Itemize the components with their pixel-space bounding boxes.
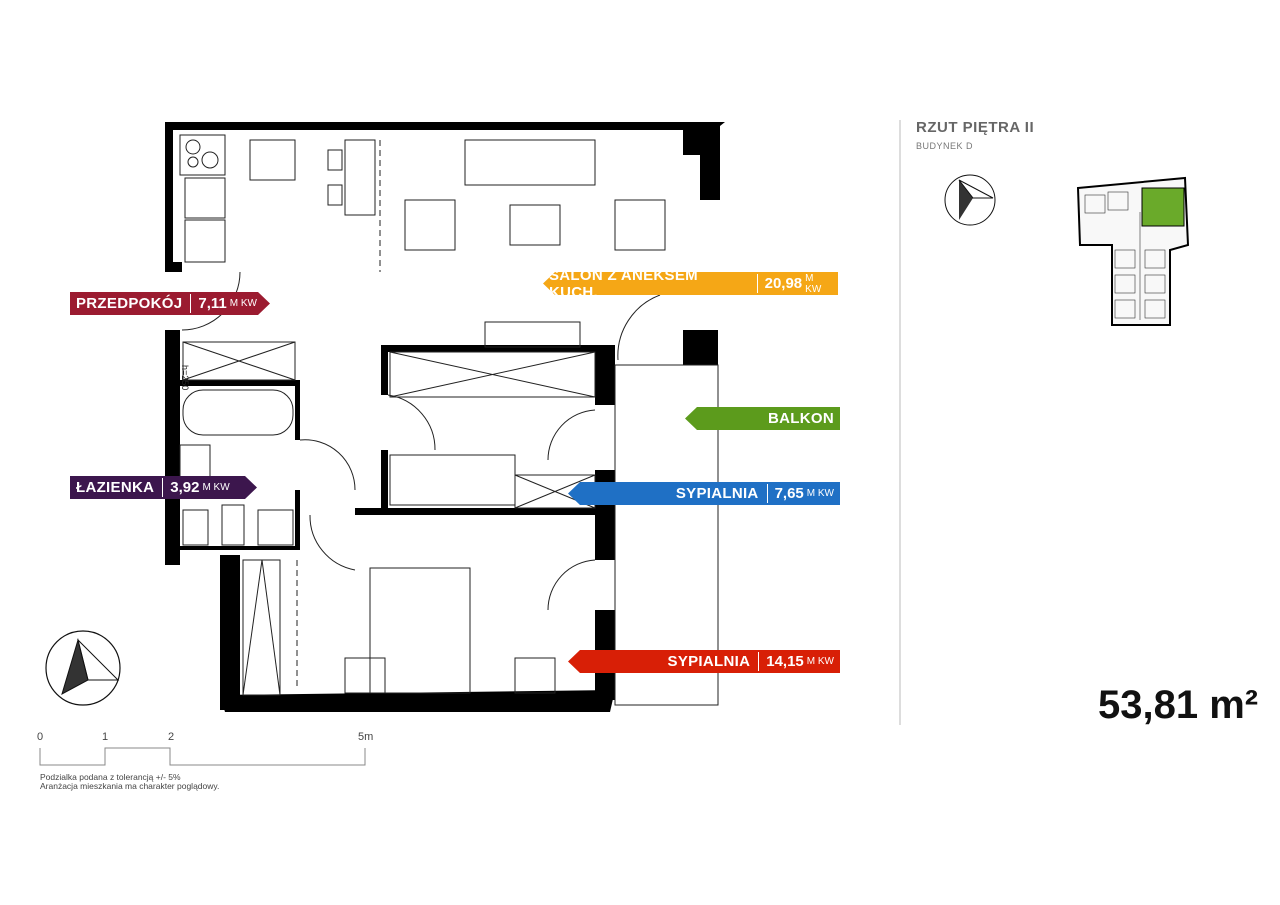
compass-main bbox=[45, 630, 121, 706]
area-unit: M KW bbox=[805, 272, 822, 295]
room-name: PRZEDPOKÓJ bbox=[76, 295, 183, 312]
note-line: Aranżacja mieszkania ma charakter pogląd… bbox=[40, 781, 220, 791]
scale-label: 2 bbox=[168, 731, 175, 743]
building-key-plan bbox=[1076, 176, 1190, 326]
area-unit: M KW bbox=[229, 298, 257, 309]
total-area: 53,81 m² bbox=[1098, 683, 1259, 727]
room-name: SYPIALNIA bbox=[667, 653, 751, 670]
scale-label: 1 bbox=[102, 731, 109, 743]
separator bbox=[162, 478, 163, 497]
area-unit: M KW bbox=[806, 488, 834, 499]
page-title: RZUT PIĘTRA II bbox=[916, 119, 1035, 136]
room-area: 3,92 bbox=[170, 479, 200, 496]
separator bbox=[766, 484, 768, 503]
room-name: SALON Z ANEKSEM KUCH. bbox=[549, 266, 698, 301]
separator bbox=[190, 294, 191, 313]
separator bbox=[758, 652, 760, 671]
disclaimer: Podzialka podana z tolerancją +/- 5% Ara… bbox=[40, 773, 219, 791]
walls bbox=[165, 122, 725, 712]
dashed-lines bbox=[296, 140, 381, 690]
room-area: 7,11 bbox=[198, 295, 227, 312]
separator bbox=[756, 274, 758, 293]
building-name: BUDYNEK D bbox=[916, 141, 974, 151]
room-name: ŁAZIENKA bbox=[76, 479, 155, 496]
compass-small bbox=[944, 174, 996, 226]
room-area: 20,98 bbox=[764, 275, 803, 292]
room-label-balkon[interactable]: BALKON bbox=[685, 407, 840, 430]
area-unit: M KW bbox=[806, 656, 834, 667]
room-name: BALKON bbox=[768, 410, 834, 427]
room-area: 7,65 bbox=[774, 485, 804, 502]
fixtures bbox=[179, 134, 719, 706]
scale-label: 5m bbox=[358, 731, 374, 743]
note-line: Podzialka podana z tolerancją +/- 5% bbox=[40, 772, 181, 782]
ceiling-height-note: h=250 bbox=[180, 365, 190, 391]
area-unit: M KW bbox=[202, 482, 230, 493]
scale-label: 0 bbox=[37, 731, 44, 743]
room-area: 14,15 bbox=[766, 653, 804, 670]
room-name: SYPIALNIA bbox=[675, 485, 759, 502]
scale-bar[interactable] bbox=[39, 747, 366, 766]
